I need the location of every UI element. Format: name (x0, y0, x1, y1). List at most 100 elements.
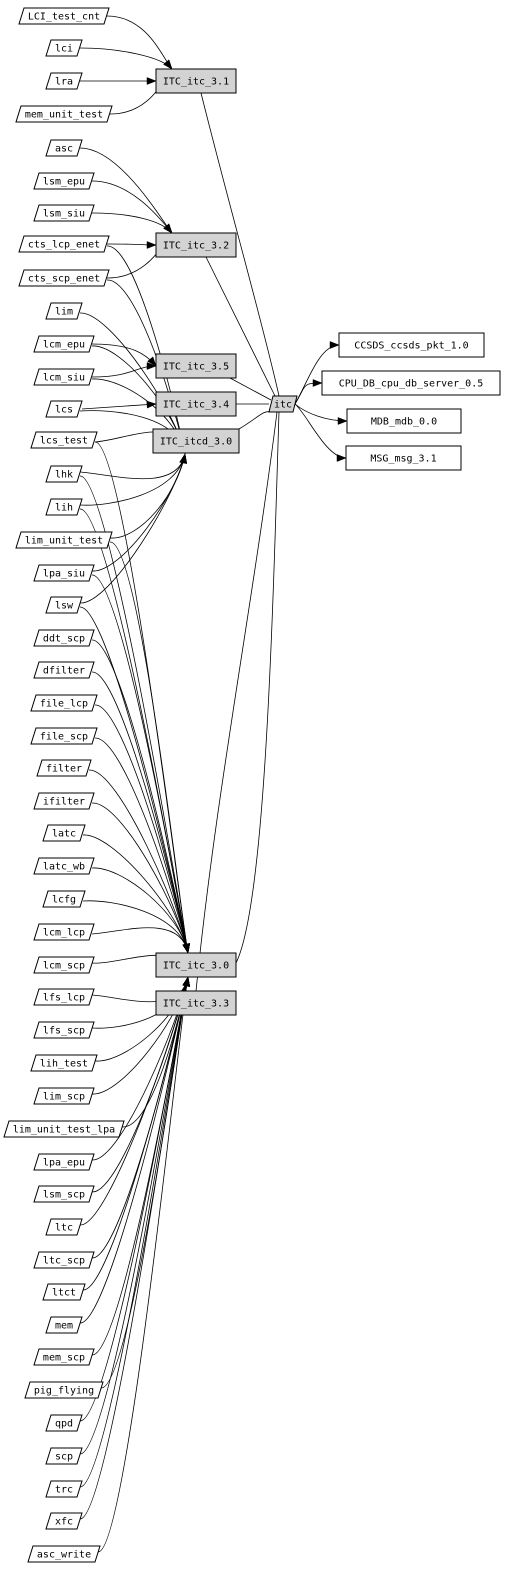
user-node[interactable]: xfc (45, 1512, 83, 1530)
edge-lsm_siu-v32 (91, 212, 173, 234)
user-node-label: latc_wb (43, 862, 85, 873)
user-node[interactable]: lsw (45, 596, 83, 614)
arrowhead-lsw-vd30 (179, 453, 187, 464)
user-node-label: lim_unit_test_lpa (13, 1125, 115, 1136)
user-node[interactable]: ifilter (33, 792, 95, 810)
dependency-node-cpudb[interactable]: CPU_DB_cpu_db_server_0.5 (321, 370, 501, 396)
arrowhead-itc-msg (336, 454, 347, 462)
user-node[interactable]: lcm_epu (33, 335, 95, 353)
user-node[interactable]: mem (45, 1316, 83, 1334)
user-node-label: mem_scp (43, 1353, 85, 1364)
edge-lcm_siu-v35 (91, 365, 157, 378)
user-node-shape (30, 694, 98, 712)
edge-vd30-itc (238, 411, 272, 430)
dependency-node-box (321, 370, 501, 396)
edge-v32-itc (205, 256, 276, 397)
user-node-label: cts_lcp_enet (28, 240, 100, 251)
user-node[interactable]: lsm_siu (33, 204, 95, 222)
user-node[interactable]: trc (45, 1480, 83, 1498)
user-node[interactable]: ltct (42, 1283, 86, 1301)
edge-filter-v30 (88, 769, 189, 954)
user-node[interactable]: lih_test (30, 1054, 98, 1072)
user-node[interactable]: lsm_scp (33, 1185, 95, 1203)
user-node-shape (45, 400, 83, 418)
user-node[interactable]: lcm_scp (33, 956, 95, 974)
user-node[interactable]: lsm_epu (33, 172, 95, 190)
user-node-label: ltc_scp (43, 1256, 85, 1267)
edge-ifilter-v30 (91, 802, 189, 954)
user-node[interactable]: mem_unit_test (15, 105, 113, 123)
user-node-shape (33, 1087, 95, 1105)
version-node-vd30[interactable]: ITC_itcd_3.0 (152, 428, 240, 454)
user-node[interactable]: asc_write (27, 1545, 101, 1563)
user-node[interactable]: file_lcp (30, 694, 98, 712)
version-node-label: ITC_itcd_3.0 (160, 437, 232, 448)
user-node[interactable]: lcs_test (30, 431, 98, 449)
user-node[interactable]: scp (45, 1447, 83, 1465)
user-node[interactable]: lfs_lcp (33, 988, 95, 1006)
user-node[interactable]: lcm_lcp (33, 923, 95, 941)
edge-lcm_epu-v35 (91, 343, 157, 367)
user-node[interactable]: lim_unit_test_lpa (3, 1120, 125, 1138)
dependency-node-ccsds[interactable]: CCSDS_ccsds_pkt_1.0 (338, 332, 485, 358)
user-node[interactable]: pig_flying (24, 1381, 104, 1399)
user-node[interactable]: lhk (45, 465, 83, 483)
user-node[interactable]: ltc_scp (33, 1251, 95, 1269)
edge-v33-itc (195, 411, 278, 992)
user-node-label: lhk (55, 470, 73, 481)
user-node-label: ddt_scp (43, 634, 85, 645)
user-node-label: lim_unit_test (25, 536, 103, 547)
user-node-label: lcm_epu (43, 340, 85, 351)
user-node[interactable]: lcm_siu (33, 368, 95, 386)
version-node-v33[interactable]: ITC_itc_3.3 (155, 990, 237, 1016)
user-node[interactable]: lpa_epu (33, 1153, 95, 1171)
user-node[interactable]: lpa_siu (33, 564, 95, 582)
user-node[interactable]: file_scp (30, 727, 98, 745)
version-node-v35[interactable]: ITC_itc_3.5 (155, 353, 237, 379)
edge-itc-cpudb (294, 382, 323, 405)
user-node[interactable]: latc_wb (33, 857, 95, 875)
version-node-v34[interactable]: ITC_itc_3.4 (155, 391, 237, 417)
user-node[interactable]: lci (45, 39, 83, 57)
user-node[interactable]: lcs (45, 400, 83, 418)
user-node-shape (30, 727, 98, 745)
user-node[interactable]: lim_scp (33, 1087, 95, 1105)
version-node-v31[interactable]: ITC_itc_3.1 (155, 68, 237, 94)
user-node[interactable]: LCI_test_cnt (18, 7, 110, 25)
edge-file_scp-v30 (94, 737, 189, 954)
version-node-v32[interactable]: ITC_itc_3.2 (155, 232, 237, 258)
user-node[interactable]: lim (45, 302, 83, 320)
dependency-node-label: CPU_DB_cpu_db_server_0.5 (339, 379, 484, 390)
user-node[interactable]: mem_scp (33, 1348, 95, 1366)
user-node[interactable]: lim_unit_test (15, 531, 113, 549)
user-node[interactable]: qpd (45, 1414, 83, 1432)
edge-latc_wb-v30 (91, 867, 189, 954)
hub-node[interactable]: itc (268, 395, 298, 413)
user-node-shape (33, 988, 95, 1006)
edge-file_lcp-v30 (94, 704, 189, 954)
user-node[interactable]: lcfg (42, 890, 86, 908)
edge-lci-v31 (79, 47, 173, 70)
user-node[interactable]: filter (36, 759, 92, 777)
user-node[interactable]: lra (45, 72, 83, 90)
dependency-node-mdb[interactable]: MDB_mdb_0.0 (346, 408, 462, 434)
user-node[interactable]: lih (45, 498, 83, 516)
user-node[interactable]: ddt_scp (33, 629, 95, 647)
version-node-v30[interactable]: ITC_itc_3.0 (155, 952, 237, 978)
user-node-shape (27, 1545, 101, 1563)
user-node[interactable]: latc (42, 824, 86, 842)
user-node-shape (45, 1447, 83, 1465)
user-node[interactable]: dfilter (33, 661, 95, 679)
dependency-node-msg[interactable]: MSG_msg_3.1 (345, 445, 462, 471)
version-node-box (155, 990, 237, 1016)
user-node-shape (33, 629, 95, 647)
user-node[interactable]: asc (45, 139, 83, 157)
edge-qpd-v30 (79, 976, 189, 1422)
user-node[interactable]: lfs_scp (33, 1021, 95, 1039)
user-node[interactable]: cts_lcp_enet (18, 235, 110, 253)
user-node[interactable]: ltc (45, 1218, 83, 1236)
user-node-shape (45, 1316, 83, 1334)
user-node[interactable]: cts_scp_enet (18, 269, 110, 287)
